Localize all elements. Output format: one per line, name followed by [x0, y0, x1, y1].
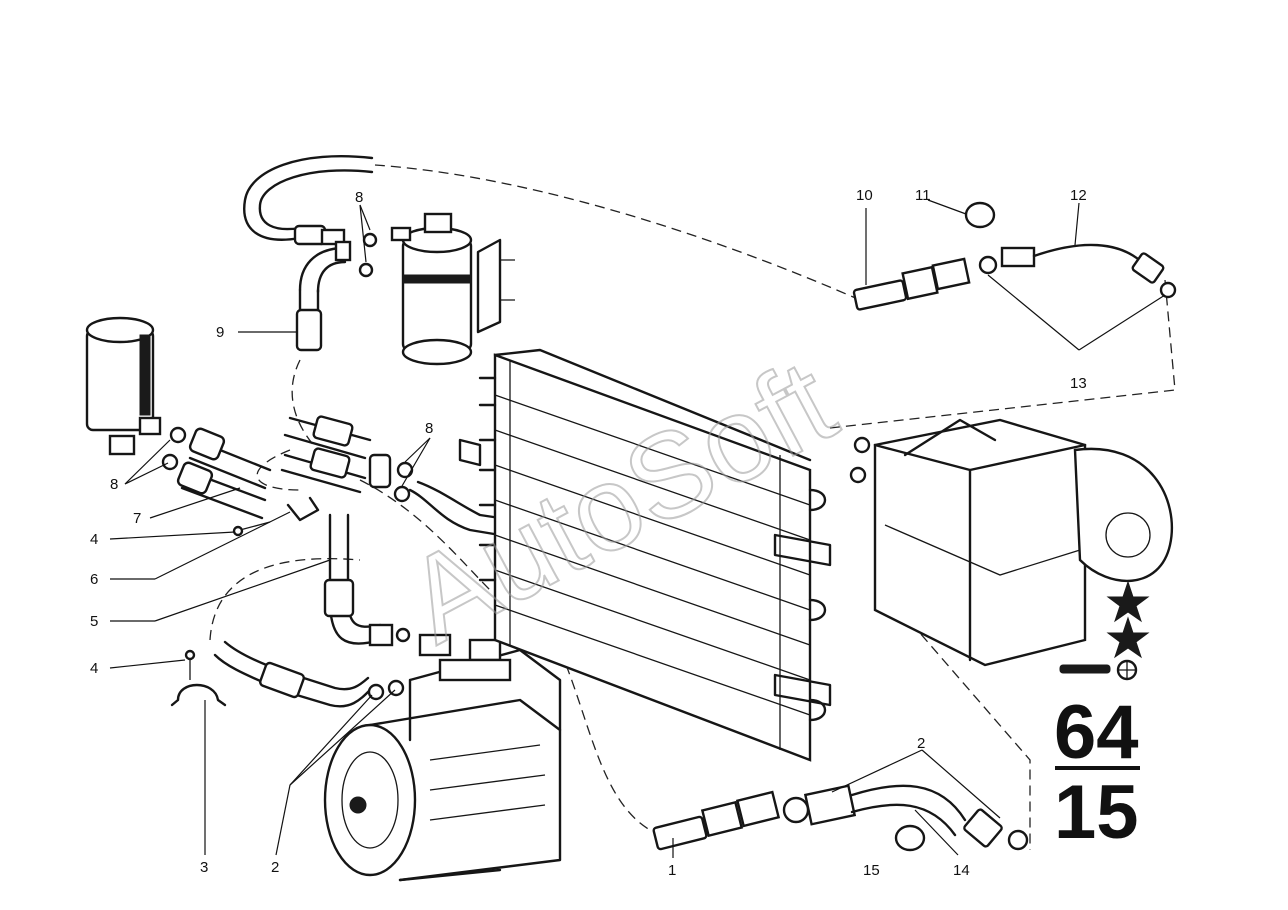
nut-11 — [964, 201, 996, 229]
callout-labels: 1 2 2 3 4 4 5 6 7 8 8 8 9 10 11 12 13 14… — [90, 187, 1087, 879]
callout-9: 9 — [216, 324, 224, 341]
dashed-connection-lines — [209, 164, 1176, 850]
callout-8-top: 8 — [355, 189, 363, 206]
callout-13: 13 — [1070, 375, 1087, 392]
callout-2-right: 2 — [917, 735, 925, 752]
clamp-3 — [170, 649, 227, 707]
callout-leader-lines — [109, 199, 1166, 858]
upper-hose — [243, 155, 374, 246]
group-number-top: 64 — [1054, 690, 1139, 775]
nut-15 — [894, 824, 926, 852]
receiver-drier-upper — [358, 212, 515, 366]
callout-11: 11 — [915, 187, 931, 204]
evaporator-housing — [849, 418, 1174, 667]
callout-12: 12 — [1070, 187, 1087, 204]
receiver-drier-left — [85, 316, 187, 471]
callout-4-lower: 4 — [90, 660, 98, 677]
group-number-bottom: 15 — [1054, 770, 1139, 855]
callout-10: 10 — [856, 187, 873, 204]
callout-2-left: 2 — [271, 859, 279, 876]
callout-14: 14 — [953, 862, 970, 879]
callout-8-left: 8 — [110, 476, 118, 493]
expansion-valve-10 — [852, 257, 971, 311]
hose-5 — [323, 513, 411, 647]
fitting-1 — [652, 790, 781, 851]
hose-12 — [978, 243, 1177, 299]
callout-4-upper: 4 — [90, 531, 98, 548]
short-hoses-7 — [176, 427, 272, 520]
callout-15: 15 — [863, 862, 880, 879]
hose-2-lower — [782, 784, 1029, 851]
callout-1: 1 — [668, 862, 676, 879]
condenser — [458, 348, 832, 762]
clamp-6 — [232, 496, 320, 537]
group-badge: 64 15 — [1054, 580, 1150, 855]
callout-8-middle: 8 — [425, 420, 433, 437]
compressor — [323, 633, 562, 882]
callout-7: 7 — [133, 510, 141, 527]
lower-hose — [213, 640, 405, 708]
middle-hose-fittings — [280, 415, 502, 537]
star-icon — [1106, 616, 1150, 659]
callout-5: 5 — [90, 613, 98, 630]
star-icon — [1106, 580, 1150, 623]
elbow-fitting-9 — [295, 240, 352, 352]
callout-3: 3 — [200, 859, 208, 876]
callout-6: 6 — [90, 571, 98, 588]
car-model-icon — [1059, 659, 1138, 681]
